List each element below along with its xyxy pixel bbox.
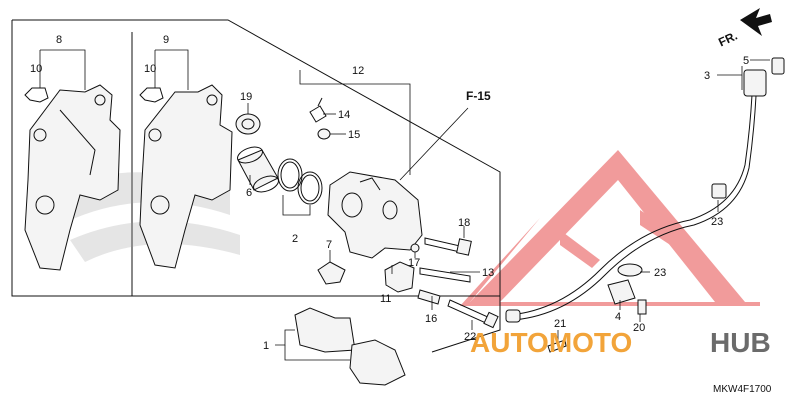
callout-18: 18 — [458, 217, 470, 229]
callout-9: 9 — [163, 34, 169, 46]
caliper-body — [327, 171, 423, 259]
callout-5: 5 — [743, 55, 749, 67]
plug-17 — [410, 243, 420, 253]
pad-spring-7 — [317, 261, 346, 285]
leader-lines — [39, 49, 770, 361]
callout-10-right: 10 — [144, 63, 156, 75]
front-direction-arrow — [740, 8, 772, 36]
callout-21: 21 — [554, 318, 566, 330]
front-indicator-label: FR. — [716, 29, 739, 50]
callout-14: 14 — [338, 109, 350, 121]
callout-16: 16 — [425, 313, 437, 325]
pin-boot-19 — [235, 113, 261, 135]
caliper-bracket-8 — [24, 84, 121, 271]
diagram-code: MKW4F1700 — [713, 384, 772, 395]
piston-seals-2 — [277, 158, 323, 205]
bleeder-screw-14 — [309, 97, 327, 123]
watermark-brand-part2: HUB — [710, 327, 771, 358]
callout-22: 22 — [464, 331, 476, 343]
watermark-brand-part1: AUTOMOTO — [470, 327, 632, 358]
callout-19: 19 — [240, 91, 252, 103]
callout-23-lower: 23 — [654, 267, 666, 279]
harness-clip-23-upper — [711, 183, 727, 199]
pad-pin-bolt-18 — [424, 237, 472, 256]
caliper-bolt-22 — [447, 299, 499, 329]
bolt-20 — [637, 299, 647, 315]
pad-clip-10-left — [24, 87, 49, 103]
callout-13: 13 — [482, 267, 494, 279]
bolt-21 — [547, 339, 567, 353]
pad-clip-10-right — [139, 87, 164, 103]
callout-3: 3 — [704, 70, 710, 82]
callout-7: 7 — [326, 239, 332, 251]
callout-23-upper: 23 — [711, 216, 723, 228]
speed-sensor-harness-3 — [505, 69, 767, 323]
callout-17: 17 — [408, 257, 420, 269]
caliper-piston-6 — [237, 146, 279, 193]
sleeve-16 — [417, 289, 441, 305]
sensor-bracket-4 — [607, 279, 636, 305]
caliper-bracket-9 — [139, 84, 233, 269]
callout-2: 2 — [292, 233, 298, 245]
harness-clip-23-lower — [617, 263, 643, 277]
brake-pads-1 — [294, 307, 406, 386]
caliper-pin-13 — [419, 267, 471, 283]
section-ref-label: F-15 — [466, 89, 491, 103]
callout-6: 6 — [246, 187, 252, 199]
watermark-triangle-logo — [460, 150, 760, 306]
bleeder-cap-15 — [317, 128, 331, 140]
callout-4: 4 — [615, 311, 621, 323]
callout-20: 20 — [633, 322, 645, 334]
connector-5 — [771, 57, 785, 75]
watermark-brand-text: AUTOMOTO HUB — [470, 327, 771, 358]
callout-8: 8 — [56, 34, 62, 46]
callout-11: 11 — [380, 293, 391, 305]
callout-10-left: 10 — [30, 63, 42, 75]
callout-15: 15 — [348, 129, 360, 141]
callout-1: 1 — [263, 340, 269, 352]
callout-12: 12 — [352, 65, 364, 77]
